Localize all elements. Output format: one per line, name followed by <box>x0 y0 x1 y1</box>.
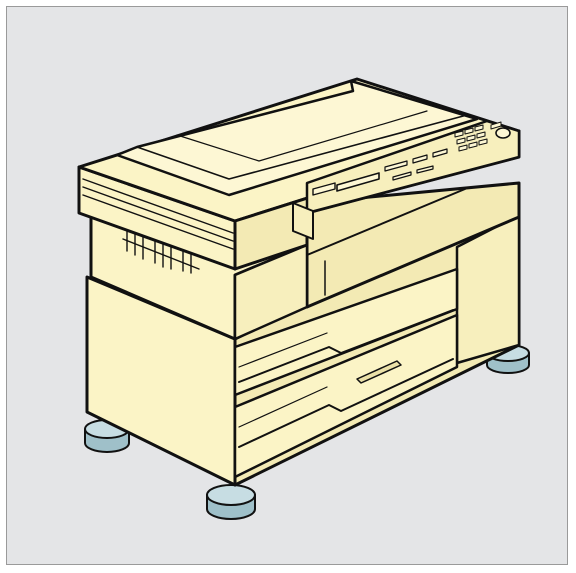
start-button <box>495 127 511 139</box>
control-buttons <box>384 148 448 181</box>
copier-illustration <box>77 77 530 520</box>
keypad <box>454 124 488 152</box>
paper-tray-upper <box>233 267 459 397</box>
front-door <box>233 243 309 341</box>
foot-front-right <box>206 484 256 520</box>
base-cabinet <box>85 197 521 487</box>
illustration-panel <box>6 6 568 565</box>
top-unit <box>77 77 521 271</box>
paper-tray-lower <box>233 313 459 479</box>
control-display <box>336 172 380 192</box>
vent-slats <box>122 228 200 274</box>
